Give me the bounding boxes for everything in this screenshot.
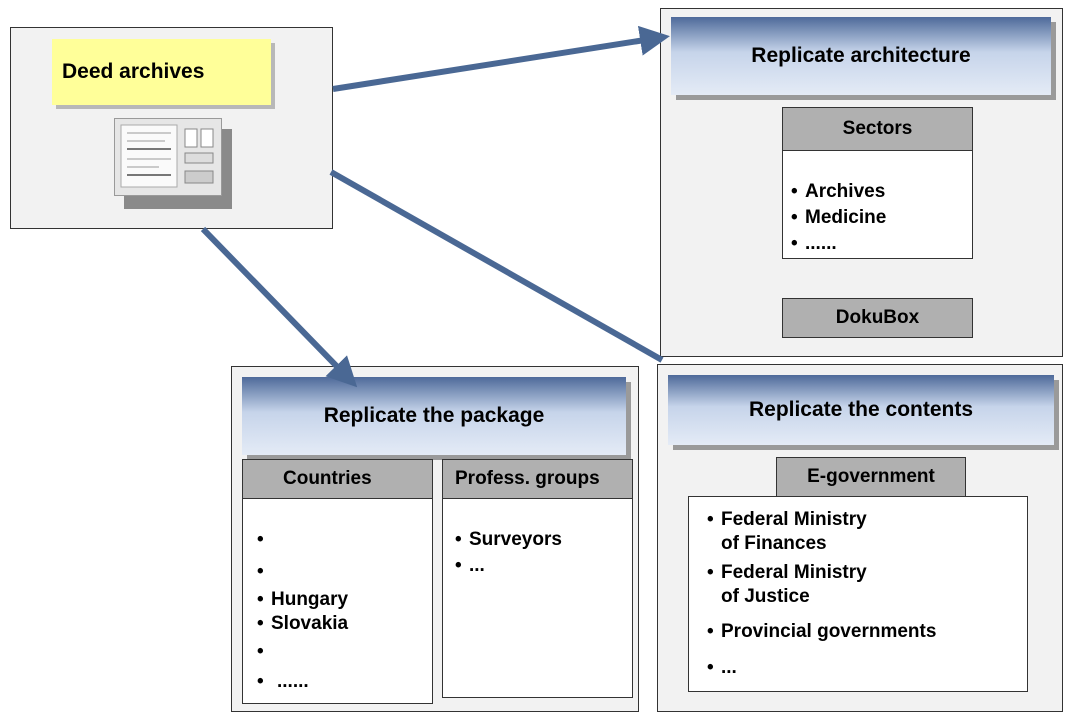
list-item: •Slovakia bbox=[257, 613, 349, 634]
egov-item-justice-2: of Justice bbox=[721, 586, 810, 607]
contents-title: Replicate the contents bbox=[748, 398, 974, 421]
countries-header-label: Countries bbox=[283, 468, 372, 489]
country-slovakia: Slovakia bbox=[271, 613, 349, 634]
egov-item-finances-2: of Finances bbox=[721, 533, 827, 554]
dokubox: DokuBox bbox=[782, 298, 973, 338]
package-panel: Replicate the package Countries • • •Hun… bbox=[231, 366, 639, 712]
list-item: •Archives bbox=[791, 181, 886, 202]
egov-item-provincial: Provincial governments bbox=[721, 621, 937, 642]
architecture-title: Replicate architecture bbox=[751, 44, 971, 67]
country-hungary: Hungary bbox=[271, 589, 349, 610]
document-thumbnail-icon bbox=[120, 124, 214, 188]
list-item: of Justice bbox=[721, 586, 810, 608]
list-item: •Hungary bbox=[257, 589, 349, 610]
deed-archives-note: Deed archives bbox=[52, 39, 271, 105]
countries-list: • • •Hungary •Slovakia • •...... bbox=[242, 498, 433, 704]
sectors-list: •Archives •Medicine •...... bbox=[782, 150, 973, 259]
group-more: ... bbox=[469, 555, 485, 576]
sector-more: ...... bbox=[805, 233, 837, 254]
egov-list: •Federal Ministry of Finances •Federal M… bbox=[688, 496, 1028, 692]
deed-archives-label: Deed archives bbox=[62, 60, 205, 83]
document-thumbnail bbox=[114, 118, 222, 196]
groups-list: •Surveyors •... bbox=[442, 498, 633, 698]
architecture-panel: Replicate architecture Sectors •Archives… bbox=[660, 8, 1063, 357]
list-item: •Federal Ministry bbox=[707, 509, 867, 530]
countries-header: Countries bbox=[242, 459, 433, 499]
list-item: •...... bbox=[791, 233, 837, 254]
list-item: •Surveyors bbox=[455, 529, 562, 550]
sector-archives: Archives bbox=[805, 181, 886, 202]
list-item: • bbox=[257, 529, 264, 550]
egov-header: E-government bbox=[776, 457, 966, 497]
list-item: •...... bbox=[257, 671, 309, 692]
egov-item-more: ... bbox=[721, 657, 737, 678]
egov-item-finances-1: Federal Ministry bbox=[721, 509, 867, 530]
dokubox-label: DokuBox bbox=[835, 307, 920, 328]
groups-header-label: Profess. groups bbox=[455, 468, 600, 489]
list-item: •... bbox=[455, 555, 485, 576]
package-title: Replicate the package bbox=[323, 404, 545, 427]
contents-banner: Replicate the contents bbox=[668, 375, 1054, 445]
package-banner: Replicate the package bbox=[242, 377, 626, 455]
list-item: • bbox=[257, 641, 264, 662]
contents-panel: Replicate the contents E-government •Fed… bbox=[657, 364, 1063, 712]
deed-archives-panel: Deed archives bbox=[10, 27, 333, 229]
groups-header: Profess. groups bbox=[442, 459, 633, 499]
list-item: •Medicine bbox=[791, 207, 887, 228]
list-item: •Federal Ministry bbox=[707, 562, 867, 583]
sectors-header: Sectors bbox=[782, 107, 973, 151]
architecture-banner: Replicate architecture bbox=[671, 17, 1051, 95]
list-item: •... bbox=[707, 657, 737, 678]
arrow-to-architecture bbox=[332, 25, 670, 92]
list-item: of Finances bbox=[721, 533, 827, 555]
country-more: ...... bbox=[277, 671, 309, 692]
connector-to-contents bbox=[329, 169, 664, 363]
group-surveyors: Surveyors bbox=[469, 529, 562, 550]
sector-medicine: Medicine bbox=[805, 207, 887, 228]
sectors-header-label: Sectors bbox=[842, 118, 913, 139]
egov-item-justice-1: Federal Ministry bbox=[721, 562, 867, 583]
arrow-to-package bbox=[200, 226, 358, 388]
list-item: •Provincial governments bbox=[707, 621, 937, 642]
list-item: • bbox=[257, 561, 264, 582]
egov-header-label: E-government bbox=[807, 466, 935, 487]
